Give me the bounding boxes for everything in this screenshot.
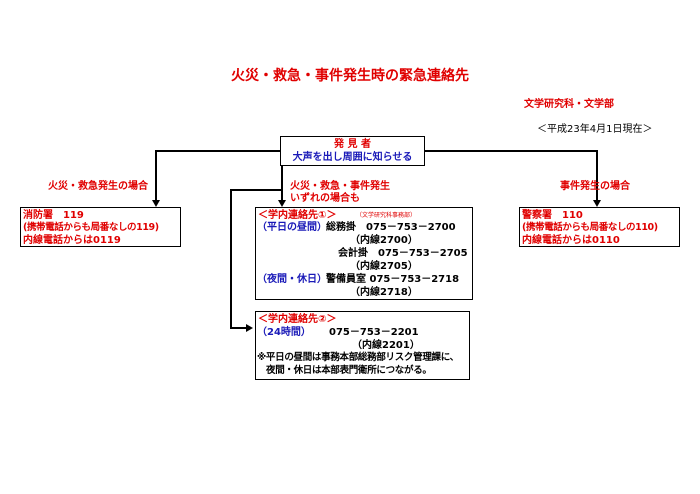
connector-left-h <box>155 150 280 152</box>
contact1-subnote: （文学研究科事務部） <box>356 212 417 219</box>
contact1-heading: ＜学内連絡先①＞ <box>258 210 337 221</box>
campus-contact-2-box: ＜学内連絡先②＞ （24時間） 075－753－2201 （内線2201） ※平… <box>255 311 470 380</box>
fire-line-3: 内線電話からは0119 <box>23 235 121 246</box>
department-label: 文学研究科・文学部 <box>524 99 614 110</box>
arrow-down-contact1 <box>278 200 286 207</box>
fire-department-box: 消防署 119 (携帯電話からも局番なしの119) 内線電話からは0119 <box>20 207 181 247</box>
contact1-row1-ext: （内線2700） <box>350 235 418 246</box>
connector-left-v <box>155 150 157 202</box>
arrow-down-fire <box>152 200 160 207</box>
fire-line-2: (携帯電話からも局番なしの119) <box>23 222 159 233</box>
arrow-down-police <box>593 200 601 207</box>
connector-branch-v <box>230 189 232 328</box>
connector-right-v <box>596 150 598 202</box>
branch-label-fire: 火災・救急発生の場合 <box>48 181 148 192</box>
discoverer-box: 発 見 者 大声を出し周囲に知らせる <box>280 136 425 166</box>
discoverer-label: 発 見 者 <box>334 139 371 150</box>
connector-branch-h <box>230 189 282 191</box>
arrow-right-contact2 <box>246 324 253 332</box>
contact1-row1: 総務掛 075－753－2700 <box>326 222 456 233</box>
fire-line-1: 消防署 119 <box>23 210 84 221</box>
contact1-row3: 警備員室 075－753－2718 <box>326 274 460 285</box>
contact2-note-2: 夜間・休日は本部表門衛所につながる。 <box>266 365 432 376</box>
contact1-row3-ext: （内線2718） <box>350 287 418 298</box>
contact2-note-1: ※平日の昼間は事務本部総務部リスク管理課に、 <box>257 352 459 363</box>
contact1-night-label: （夜間・休日） <box>257 274 327 285</box>
police-box: 警察署 110 (携帯電話からも局番なしの110) 内線電話からは0110 <box>519 207 680 247</box>
page-title: 火災・救急・事件発生時の緊急連絡先 <box>231 68 469 84</box>
police-line-2: (携帯電話からも局番なしの110) <box>522 222 658 233</box>
contact2-heading: ＜学内連絡先②＞ <box>258 314 337 325</box>
campus-contact-1-box: ＜学内連絡先①＞ （文学研究科事務部） （平日の昼間） 総務掛 075－753－… <box>255 207 473 300</box>
contact2-phone: 075－753－2201 <box>329 327 419 338</box>
connector-right-h <box>425 150 597 152</box>
connector-branch-h2 <box>230 327 246 329</box>
branch-label-all-1: 火災・救急・事件発生 <box>290 181 390 192</box>
date-label: ＜平成23年4月1日現在＞ <box>537 124 653 135</box>
branch-label-incident: 事件発生の場合 <box>560 181 630 192</box>
contact1-row2-ext: （内線2705） <box>350 261 418 272</box>
police-line-1: 警察署 110 <box>522 210 583 221</box>
contact1-row2: 会計掛 075－753－2705 <box>338 248 468 259</box>
contact2-24h-label: （24時間） <box>257 327 311 338</box>
contact2-ext: （内線2201） <box>352 340 420 351</box>
contact1-weekday-label: （平日の昼間） <box>257 222 327 233</box>
connector-center-v <box>281 166 283 202</box>
discoverer-instruction: 大声を出し周囲に知らせる <box>292 152 413 163</box>
police-line-3: 内線電話からは0110 <box>522 235 620 246</box>
branch-label-all-2: いずれの場合も <box>290 193 360 204</box>
